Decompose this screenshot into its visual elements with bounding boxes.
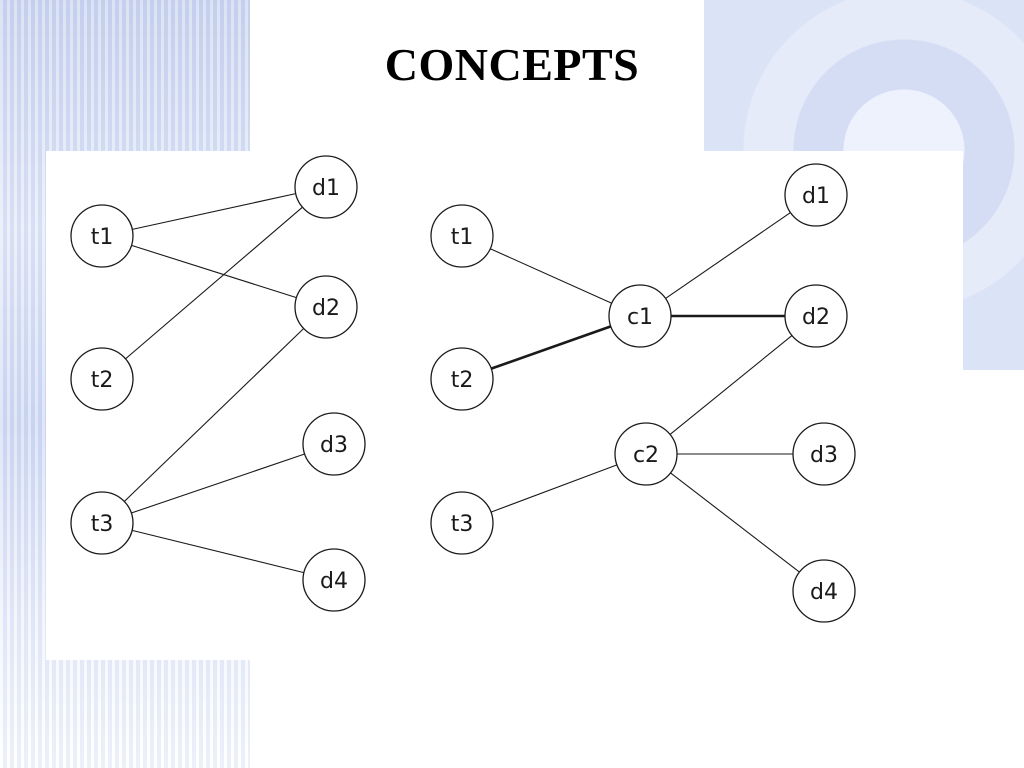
left-graph-node-d3: d3 [302, 412, 366, 476]
right-graph-node-d1: d1 [784, 163, 848, 227]
node-circle [430, 347, 494, 411]
node-circle [614, 422, 678, 486]
left-graph-node-d4: d4 [302, 548, 366, 612]
right-graph-node-d2: d2 [784, 284, 848, 348]
node-circle [792, 559, 856, 623]
right-graph-node-t1: t1 [430, 204, 494, 268]
node-circle [70, 347, 134, 411]
node-label: d3 [320, 433, 348, 458]
node-circle [294, 155, 358, 219]
left-graph: t1 t2 t3 d1 d2 d3 d4 [70, 155, 366, 612]
right-graph-edge-t2-c1 [490, 325, 612, 370]
left-graph-edge-t3-d4 [131, 529, 305, 574]
left-graph-edges [123, 193, 305, 574]
node-circle [784, 284, 848, 348]
right-graph-node-c2: c2 [614, 422, 678, 486]
node-circle [70, 204, 134, 268]
left-graph-edge-t2-d1 [125, 206, 303, 360]
right-graph-node-t2: t2 [430, 347, 494, 411]
node-label: t1 [451, 225, 474, 250]
left-graph-edge-t1-d2 [131, 244, 297, 299]
left-graph-node-t2: t2 [70, 347, 134, 411]
node-label: t3 [91, 512, 114, 537]
left-graph-edge-t3-d2 [123, 328, 305, 502]
node-label: d2 [312, 296, 340, 321]
right-graph-edge-t1-c1 [490, 248, 612, 304]
right-graph-edge-t3-c2 [490, 464, 618, 513]
node-label: d1 [802, 184, 830, 209]
right-graph-node-d4: d4 [792, 559, 856, 623]
right-graph-edge-c2-d2 [669, 335, 793, 435]
node-circle [302, 548, 366, 612]
node-label: d4 [810, 580, 838, 605]
node-label: c2 [633, 443, 659, 468]
right-graph-nodes: t1 t2 t3 c1 c2 d1 d2 d3 d4 [430, 163, 856, 623]
right-graph-edges [490, 212, 800, 573]
right-graph-edge-c1-d1 [665, 212, 791, 299]
right-graph-node-t3: t3 [430, 491, 494, 555]
right-graph-edge-c2-d4 [670, 472, 800, 573]
left-graph-node-t1: t1 [70, 204, 134, 268]
node-circle [70, 491, 134, 555]
node-label: d4 [320, 569, 348, 594]
node-label: d3 [810, 443, 838, 468]
node-label: t1 [91, 225, 114, 250]
node-label: t3 [451, 512, 474, 537]
node-circle [430, 491, 494, 555]
left-graph-node-d1: d1 [294, 155, 358, 219]
left-graph-node-d2: d2 [294, 275, 358, 339]
node-label: d2 [802, 305, 830, 330]
right-graph-node-d3: d3 [792, 422, 856, 486]
right-graph: t1 t2 t3 c1 c2 d1 d2 d3 d4 [430, 163, 856, 623]
node-label: c1 [627, 305, 653, 330]
node-label: d1 [312, 176, 340, 201]
slide-title: CONCEPTS [384, 39, 640, 90]
left-graph-edge-t1-d1 [132, 193, 296, 230]
node-circle [302, 412, 366, 476]
node-circle [608, 284, 672, 348]
node-label: t2 [91, 368, 114, 393]
node-circle [430, 204, 494, 268]
node-circle [294, 275, 358, 339]
left-graph-nodes: t1 t2 t3 d1 d2 d3 d4 [70, 155, 366, 612]
node-label: t2 [451, 368, 474, 393]
node-circle [792, 422, 856, 486]
left-graph-node-t3: t3 [70, 491, 134, 555]
left-graph-edge-t3-d3 [131, 453, 305, 514]
node-circle [784, 163, 848, 227]
right-graph-node-c1: c1 [608, 284, 672, 348]
